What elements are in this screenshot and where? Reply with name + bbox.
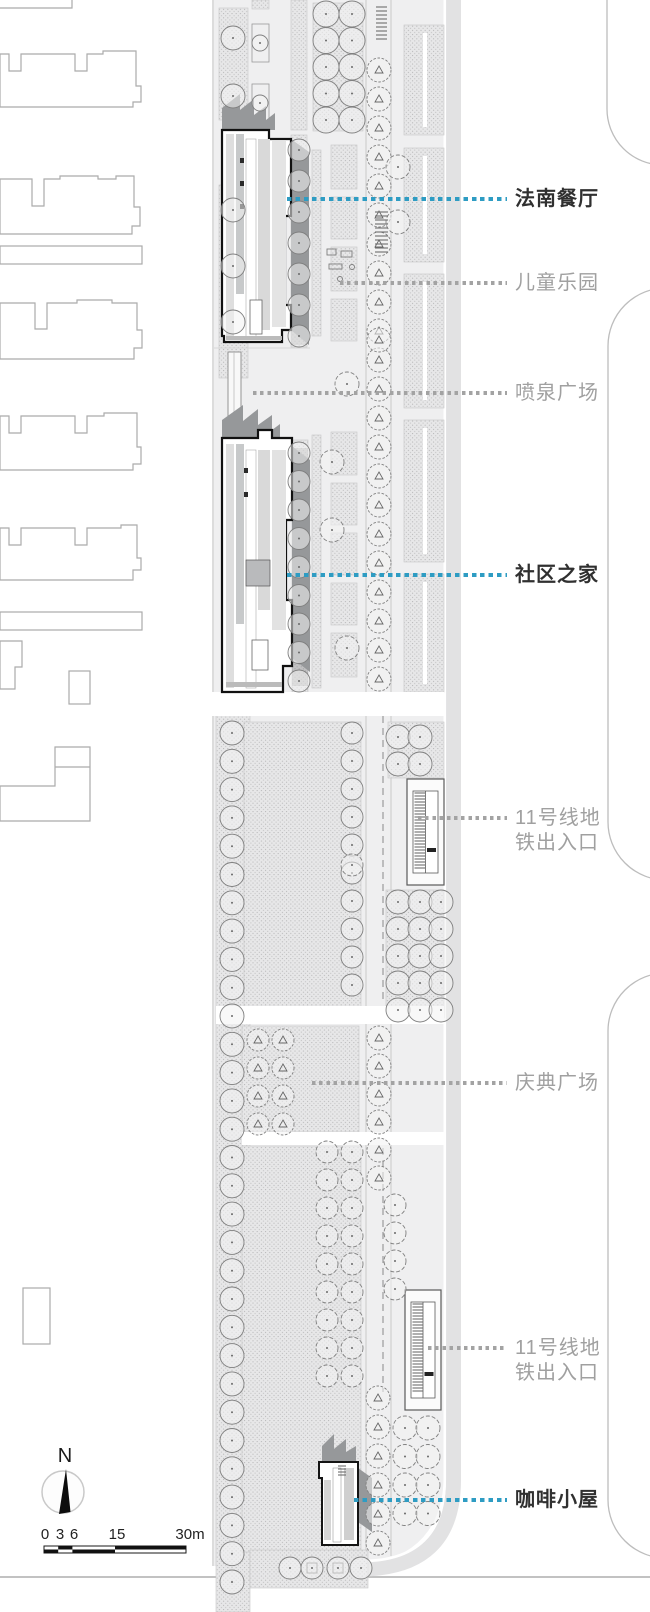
leader-restaurant [287,197,507,201]
label-childrens-playground: 儿童乐园 [515,272,599,294]
east-parcels [606,0,650,1557]
label-fountain-plaza: 喷泉广场 [515,382,599,404]
scale-bar: 0 3 6 15 30m [41,1526,205,1554]
panel-slots [423,33,427,684]
leader-childrens-playground [340,281,507,285]
building-community-home [220,428,294,694]
north-compass: N [41,1445,85,1514]
building-coffee-cabin [318,1461,359,1546]
label-restaurant: 法南餐厅 [515,188,599,210]
scale-tick-3: 3 [56,1526,64,1543]
leader-fountain-plaza [253,391,507,395]
east-sidewalk-band [359,0,461,1577]
scale-tick-0: 0 [41,1526,49,1543]
leader-metro-entrance-1 [418,816,507,820]
label-metro-entrance-1: 11号线地 铁出入口 [515,807,601,854]
label-metro-entrance-2: 11号线地 铁出入口 [515,1337,601,1384]
east-sidewalk-gap [361,0,447,1563]
trees-layer [219,0,454,1595]
leader-coffee-cabin [354,1498,507,1502]
label-coffee-cabin: 咖啡小屋 [515,1489,599,1511]
leader-celebration-plaza [312,1081,507,1085]
playground-equipment [326,248,355,282]
leader-metro-entrance-2 [428,1346,507,1350]
label-celebration-plaza: 庆典广场 [515,1072,599,1094]
scale-tick-6: 6 [70,1526,78,1543]
scale-tick-15: 15 [109,1526,126,1543]
west-buildings [0,0,143,1345]
leader-community-home [287,573,507,577]
stair-hatch-layer [338,6,425,1476]
label-community-home: 社区之家 [515,564,599,586]
metro-entrance-2 [404,1289,442,1411]
compass-north-letter: N [58,1445,72,1467]
compass-needle-icon [59,1469,71,1514]
metro-entrance-1 [406,778,445,886]
scale-tick-30m: 30m [175,1526,204,1543]
building-restaurant [220,128,293,344]
